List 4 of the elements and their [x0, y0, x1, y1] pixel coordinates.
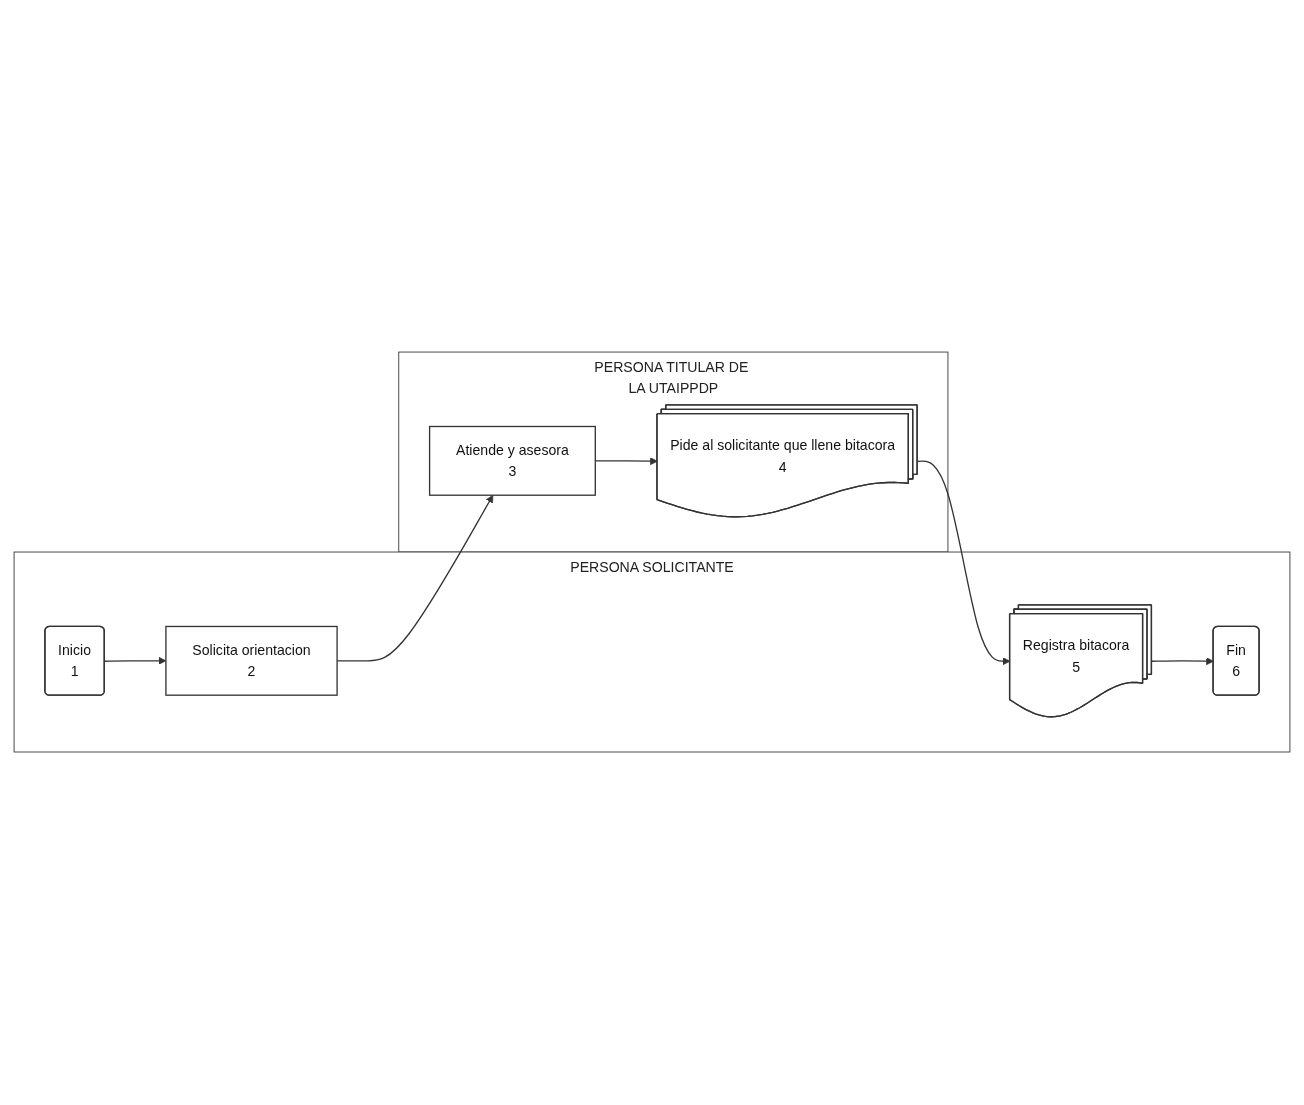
arrow — [916, 461, 1011, 666]
node-box: Atiende y asesora 3 — [428, 426, 596, 497]
arrow — [1151, 657, 1214, 666]
node-box: Solicita orientacion 2 — [165, 626, 338, 697]
